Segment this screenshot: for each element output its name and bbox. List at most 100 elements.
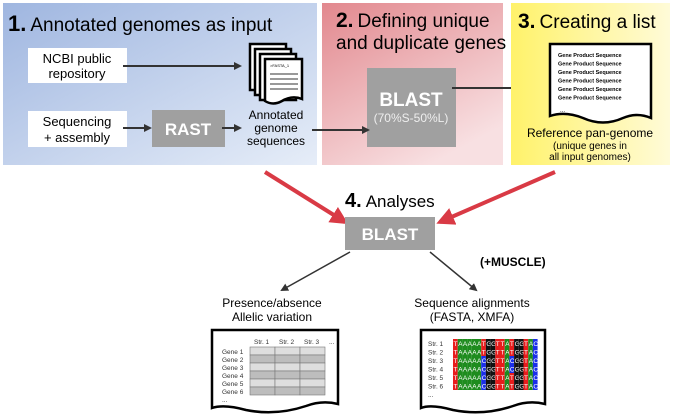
- base-letter: A: [505, 384, 510, 391]
- base-cell: [523, 381, 529, 390]
- base-letter: A: [463, 384, 468, 391]
- base-letter: T: [501, 341, 505, 348]
- base-letter: G: [519, 358, 524, 365]
- table-row-label: Gene 3: [222, 365, 244, 372]
- panel-title: and duplicate genes: [336, 33, 506, 54]
- base-cell: [476, 381, 482, 390]
- base-cell: [532, 381, 538, 390]
- base-letter: G: [486, 358, 491, 365]
- red-arrow: [263, 170, 349, 225]
- base-cell: [528, 356, 533, 365]
- base-letter: T: [482, 350, 486, 357]
- table-column-header: ...: [329, 339, 335, 346]
- base-cell: [457, 373, 463, 382]
- base-cell: [514, 381, 519, 390]
- allelic-label: Allelic variation: [232, 310, 312, 324]
- base-letter: A: [472, 367, 477, 374]
- strain-label: Str. 6: [428, 384, 444, 391]
- base-letter: A: [472, 384, 477, 391]
- base-letter: G: [515, 350, 520, 357]
- base-cell: [518, 339, 524, 348]
- table-cell: [249, 346, 276, 356]
- base-letter: T: [510, 375, 514, 382]
- base-letter: A: [463, 358, 468, 365]
- table-cell: [249, 354, 276, 364]
- base-cell: [500, 381, 505, 390]
- output-label: genome: [254, 121, 298, 135]
- base-letter: A: [458, 350, 463, 357]
- base-cell: [471, 339, 477, 348]
- base-cell: [457, 364, 463, 373]
- arrow: [429, 251, 478, 292]
- table-cell: [249, 378, 276, 388]
- base-cell: [500, 356, 505, 365]
- base-letter: G: [491, 384, 496, 391]
- base-letter: A: [505, 358, 510, 365]
- base-cell: [462, 356, 468, 365]
- step-number: 2.: [336, 9, 354, 32]
- sequencing-box: [28, 111, 127, 147]
- base-cell: [490, 339, 496, 348]
- gene-list-row: Gene Product Sequence: [558, 53, 622, 59]
- base-cell: [490, 373, 496, 382]
- base-letter: A: [468, 358, 473, 365]
- base-letter: A: [505, 367, 510, 374]
- presence-label: Presence/absence: [222, 296, 322, 310]
- base-letter: C: [533, 375, 538, 382]
- base-cell: [490, 356, 496, 365]
- svg-text:2.Defining unique: 2.Defining unique: [336, 9, 490, 32]
- base-cell: [518, 373, 524, 382]
- base-cell: [504, 364, 510, 373]
- blast-label: BLAST: [379, 90, 443, 111]
- gene-list-document-icon: [548, 42, 653, 124]
- base-cell: [453, 364, 458, 373]
- base-letter: A: [458, 384, 463, 391]
- base-cell: [481, 373, 486, 382]
- base-letter: G: [515, 375, 520, 382]
- panel-1: 1.Annotated genomes as input NCBI public…: [3, 3, 317, 165]
- base-cell: [485, 364, 491, 373]
- base-cell: [495, 339, 500, 348]
- base-letter: T: [454, 358, 458, 365]
- base-letter: A: [458, 358, 463, 365]
- base-cell: [453, 373, 458, 382]
- rast-label: RAST: [165, 120, 212, 139]
- base-cell: [528, 373, 533, 382]
- rast-box: [152, 110, 225, 147]
- base-cell: [523, 347, 529, 356]
- base-cell: [532, 373, 538, 382]
- base-cell: [504, 373, 510, 382]
- base-cell: [457, 347, 463, 356]
- base-letter: T: [454, 375, 458, 382]
- base-cell: [532, 356, 538, 365]
- ncbi-label: NCBI public: [43, 51, 112, 66]
- base-cell: [476, 339, 482, 348]
- base-cell: [481, 339, 486, 348]
- base-letter: A: [529, 375, 534, 382]
- base-cell: [457, 339, 463, 348]
- base-letter: G: [486, 341, 491, 348]
- base-cell: [523, 364, 529, 373]
- table-cell: [274, 370, 301, 380]
- table-cell: [249, 370, 276, 380]
- base-letter: T: [496, 341, 500, 348]
- base-letter: G: [486, 367, 491, 374]
- svg-text:4.Analyses: 4.Analyses: [345, 190, 435, 212]
- base-letter: T: [496, 375, 500, 382]
- base-letter: A: [505, 350, 510, 357]
- base-cell: [462, 339, 468, 348]
- base-letter: A: [468, 350, 473, 357]
- base-cell: [462, 364, 468, 373]
- table-row-label: Gene 4: [222, 373, 244, 380]
- base-cell: [481, 356, 486, 365]
- base-cell: [495, 373, 500, 382]
- pan-genome-sublabel: (unique genes in: [553, 141, 627, 152]
- base-letter: A: [463, 341, 468, 348]
- base-cell: [467, 347, 472, 356]
- base-letter: C: [482, 367, 487, 374]
- base-cell: [485, 381, 491, 390]
- base-letter: T: [524, 341, 528, 348]
- base-letter: C: [533, 358, 538, 365]
- base-cell: [471, 356, 477, 365]
